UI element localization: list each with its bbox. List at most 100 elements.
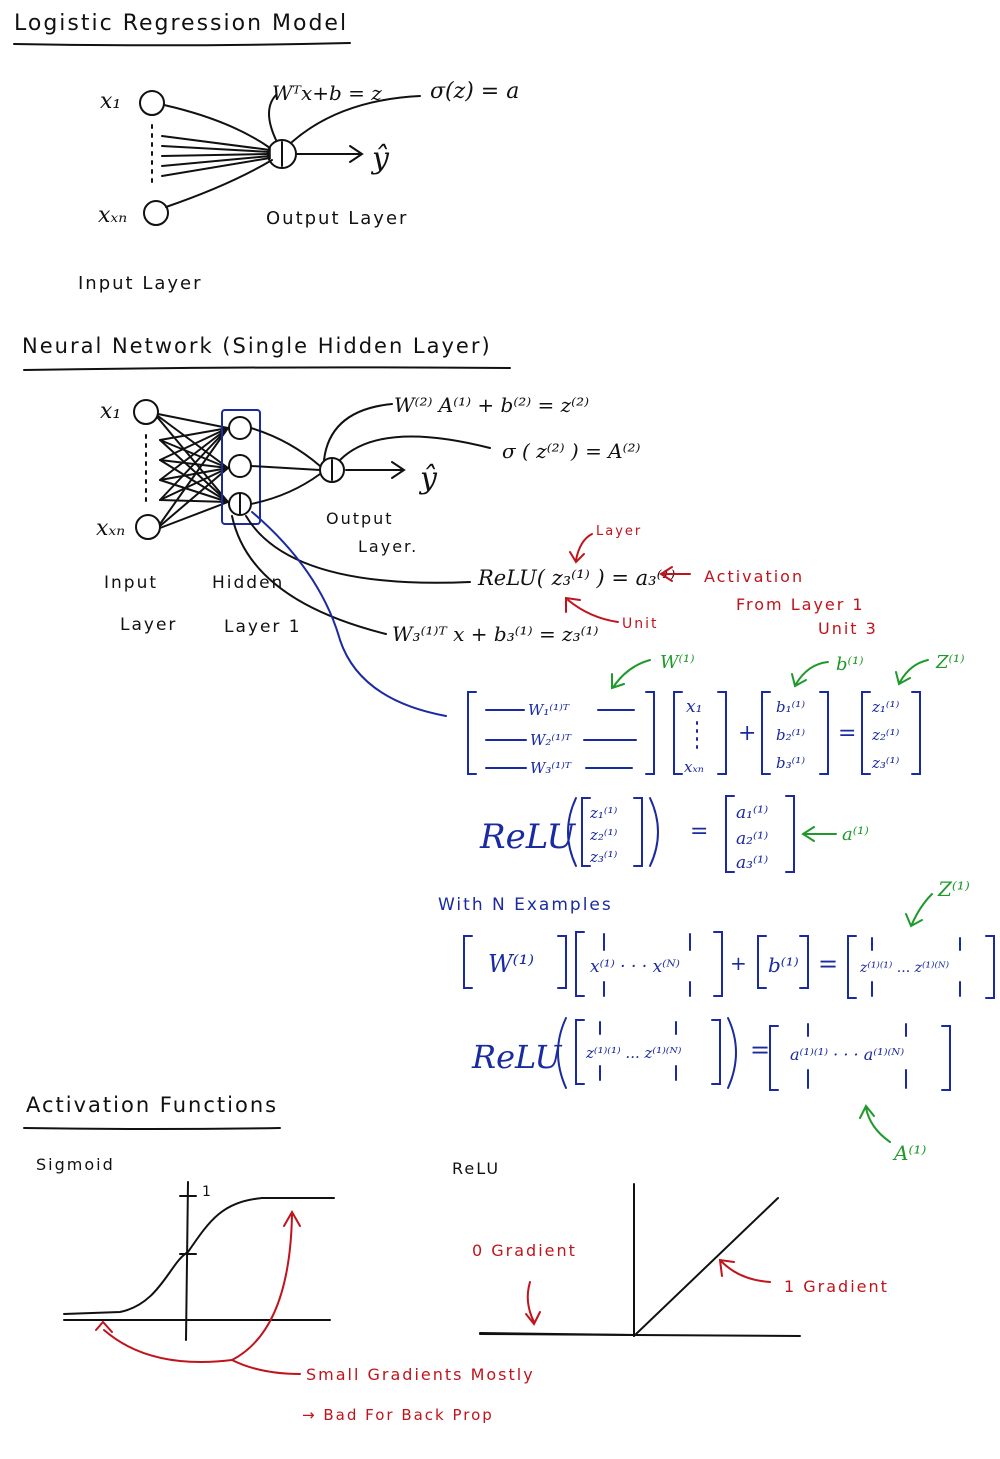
W-matrix: W⁽¹⁾ bbox=[488, 950, 534, 978]
logistic-input-node-1 bbox=[139, 90, 165, 116]
nn-sigma2-pointer bbox=[339, 435, 491, 461]
logistic-linear-eq: Wᵀx+b = z bbox=[272, 81, 382, 105]
w-matrix-bracket-right bbox=[645, 691, 655, 775]
a-row-3: a₃⁽¹⁾ bbox=[736, 853, 768, 873]
z-row-3: z₃⁽¹⁾ bbox=[871, 754, 900, 772]
w-matrix-bracket-left bbox=[467, 691, 477, 775]
nn-relu-pointer bbox=[245, 515, 471, 584]
a-vector-bracket-left bbox=[725, 795, 735, 873]
logistic-title-underline bbox=[13, 42, 351, 47]
X-bracket-right bbox=[713, 931, 723, 997]
nn-hidden-label-line1: Hidden bbox=[212, 573, 284, 593]
relu-zero-segment bbox=[479, 1332, 635, 1336]
relu-z-bracket-right bbox=[633, 797, 643, 867]
nn-hidden-node-2 bbox=[228, 454, 252, 478]
logistic-input-node-n bbox=[143, 200, 169, 226]
vector-relu: ReLU bbox=[479, 817, 576, 857]
W-bracket-right bbox=[557, 935, 567, 989]
note-activation-arrow bbox=[659, 566, 691, 582]
activation-title-underline bbox=[23, 1127, 281, 1130]
nn-hidden-output-edges bbox=[250, 427, 321, 505]
Z2-bracket-right bbox=[711, 1019, 721, 1085]
b-bracket-left bbox=[757, 935, 767, 989]
sigmoid-gradient-arrow bbox=[95, 1320, 233, 1363]
relu-equals: = bbox=[690, 819, 708, 844]
logistic-yhat: ŷ bbox=[370, 141, 390, 176]
X-bracket-left bbox=[575, 931, 585, 997]
logistic-output-label: Output Layer bbox=[266, 208, 408, 229]
green-b-label: b⁽¹⁾ bbox=[836, 654, 864, 675]
nn-input-node-n bbox=[135, 514, 161, 540]
relu-paren-right bbox=[649, 797, 659, 867]
Z2-bracket-left bbox=[575, 1019, 585, 1085]
Z-bracket-right bbox=[985, 935, 995, 999]
relu-z-bracket-left bbox=[581, 797, 591, 867]
note-unit-arrow bbox=[565, 596, 619, 623]
nn-output-label-line2: Layer. bbox=[358, 537, 418, 556]
x-vector-top: x₁ bbox=[686, 697, 702, 717]
logistic-sigma-eq: σ(z) = a bbox=[430, 79, 519, 104]
a-vector-bracket-right bbox=[785, 795, 795, 873]
relu-z-row-2: z₂⁽¹⁾ bbox=[589, 826, 618, 844]
nn-x1-label: x₁ bbox=[100, 399, 121, 424]
nn-layer2-pointer bbox=[323, 403, 393, 461]
nn-title: Neural Network (Single Hidden Layer) bbox=[22, 334, 492, 358]
examples-equals: = bbox=[818, 950, 838, 978]
a-row-1: a₁⁽¹⁾ bbox=[736, 803, 768, 823]
relu-z-row-3: z₃⁽¹⁾ bbox=[589, 848, 618, 866]
nn-xn-label: xₓₙ bbox=[96, 516, 125, 541]
relu-plot bbox=[479, 1183, 801, 1337]
W-bracket-left bbox=[463, 935, 473, 989]
green-Z-arrow bbox=[905, 893, 933, 928]
zero-gradient-note: 0 Gradient bbox=[472, 1241, 577, 1260]
examples-relu-paren-left bbox=[557, 1017, 567, 1089]
nn-hidden-node-1 bbox=[228, 416, 252, 440]
z-vector-bracket-right bbox=[911, 691, 921, 775]
examples-title: With N Examples bbox=[438, 895, 613, 915]
zero-gradient-arrow bbox=[525, 1281, 541, 1326]
logistic-section: Logistic Regression Model x₁ xₓₙ Wᵀx+b =… bbox=[13, 11, 519, 294]
nn-eq-sigma2: σ ( z⁽²⁾ ) = A⁽²⁾ bbox=[502, 439, 641, 463]
b-vector-bracket-right bbox=[819, 691, 829, 775]
note-unit: Unit bbox=[622, 616, 659, 632]
A-matrix: a⁽¹⁾⁽¹⁾ · · · a⁽¹⁾⁽ᴺ⁾ bbox=[790, 1045, 904, 1064]
nn-input-label-line1: Input bbox=[104, 573, 158, 593]
green-A-label: A⁽¹⁾ bbox=[892, 1141, 926, 1165]
examples-plus: + bbox=[730, 951, 747, 975]
nn-output-node bbox=[319, 457, 345, 483]
nn-relu-eq: ReLU( z₃⁽¹⁾ ) = a₃⁽¹⁾ bbox=[477, 566, 675, 590]
one-gradient-arrow bbox=[718, 1258, 771, 1283]
X-matrix: x⁽¹⁾ · · · x⁽ᴺ⁾ bbox=[590, 957, 680, 977]
activation-section: Activation Functions Sigmoid 1 Small Gra… bbox=[23, 1093, 889, 1424]
green-w-arrow bbox=[611, 659, 651, 690]
note-layer-arrow bbox=[569, 533, 593, 564]
note-unit3: Unit 3 bbox=[818, 619, 878, 638]
note-layer: Layer bbox=[596, 524, 642, 539]
one-gradient-note: 1 Gradient bbox=[784, 1277, 889, 1296]
sigmoid-curve bbox=[63, 1197, 335, 1315]
relu-linear-segment bbox=[633, 1197, 779, 1337]
relu-plot-label: ReLU bbox=[452, 1159, 500, 1178]
relu-z-row-1: z₁⁽¹⁾ bbox=[589, 804, 618, 822]
A-bracket-left bbox=[769, 1025, 779, 1091]
z-vector-bracket-left bbox=[861, 691, 871, 775]
nn-output-label-line1: Output bbox=[326, 509, 394, 528]
Z-matrix: z⁽¹⁾⁽¹⁾ ... z⁽¹⁾⁽ᴺ⁾ bbox=[859, 960, 950, 976]
green-w-label: W⁽¹⁾ bbox=[660, 652, 695, 673]
nn-input-label-line2: Layer bbox=[120, 615, 177, 635]
x-vector-bottom: xₓₙ bbox=[684, 758, 704, 776]
green-b-arrow bbox=[791, 661, 829, 688]
Z2-matrix: z⁽¹⁾⁽¹⁾ ... z⁽¹⁾⁽ᴺ⁾ bbox=[585, 1044, 682, 1062]
Z-bracket-left bbox=[847, 935, 857, 999]
nn-yhat: ŷ bbox=[418, 461, 438, 496]
z-row-2: z₂⁽¹⁾ bbox=[871, 726, 900, 744]
vector-equals: = bbox=[838, 721, 856, 746]
logistic-x1-label: x₁ bbox=[100, 89, 121, 114]
examples-relu: ReLU bbox=[471, 1038, 563, 1076]
x-vector-bracket-right bbox=[717, 691, 727, 775]
nn-section: Neural Network (Single Hidden Layer) x₁ … bbox=[22, 334, 878, 717]
w-row-2: W₂⁽¹⁾ᵀ bbox=[530, 731, 572, 749]
green-Z-label: Z⁽¹⁾ bbox=[937, 877, 970, 901]
examples-section: With N Examples Z⁽¹⁾ W⁽¹⁾ x⁽¹⁾ · · · x⁽ᴺ… bbox=[438, 877, 995, 1165]
